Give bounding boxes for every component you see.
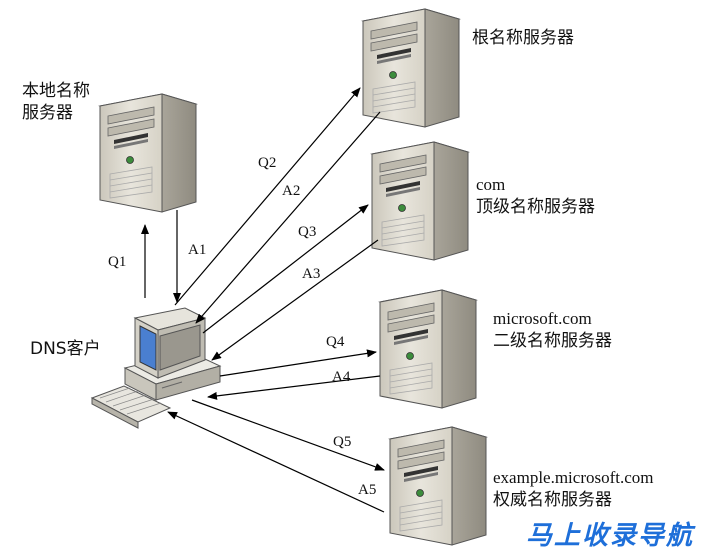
root-server-label: 根名称服务器 <box>472 28 574 48</box>
q4-label: Q4 <box>326 334 345 350</box>
microsoft-server-label-line2: 二级名称服务器 <box>493 331 612 351</box>
a2-label: A2 <box>282 183 301 199</box>
local-server-icon <box>99 93 197 213</box>
example-server-label: example.microsoft.com 权威名称服务器 <box>493 467 654 511</box>
a4-arrow <box>207 375 381 400</box>
q2-label: Q2 <box>258 155 277 171</box>
example-server-label-line2: 权威名称服务器 <box>493 490 612 510</box>
local-server-label-line2: 服务器 <box>22 103 73 123</box>
q2-arrow <box>174 87 361 306</box>
a4-label: A4 <box>332 369 351 385</box>
microsoft-server-icon <box>379 289 477 409</box>
root-server-icon <box>362 8 460 128</box>
q3-arrow <box>202 204 369 334</box>
a5-label: A5 <box>358 482 377 498</box>
example-server-icon <box>389 426 487 546</box>
local-server-label-line1: 本地名称 <box>22 81 90 101</box>
com-server-label-line2: 顶级名称服务器 <box>476 197 595 217</box>
q4-arrow <box>219 349 377 377</box>
com-server-label-line1: com <box>476 175 506 194</box>
a3-label: A3 <box>302 266 321 282</box>
q1-label: Q1 <box>108 254 127 270</box>
watermark-logo: 马上收录导航 <box>525 521 694 551</box>
a5-arrow <box>167 411 385 513</box>
a2-arrow <box>195 111 381 324</box>
client-computer-icon <box>90 307 222 429</box>
local-server-label: 本地名称 服务器 <box>22 80 90 124</box>
q3-label: Q3 <box>298 224 317 240</box>
q5-label: Q5 <box>333 434 352 450</box>
a1-label: A1 <box>188 242 207 258</box>
a3-arrow <box>211 239 379 361</box>
q5-arrow <box>191 399 385 471</box>
com-server-icon <box>371 141 469 261</box>
client-label: DNS客户 <box>30 339 101 359</box>
com-server-label: com 顶级名称服务器 <box>476 174 595 218</box>
microsoft-server-label: microsoft.com 二级名称服务器 <box>493 308 612 352</box>
microsoft-server-label-line1: microsoft.com <box>493 309 592 328</box>
example-server-label-line1: example.microsoft.com <box>493 468 654 487</box>
